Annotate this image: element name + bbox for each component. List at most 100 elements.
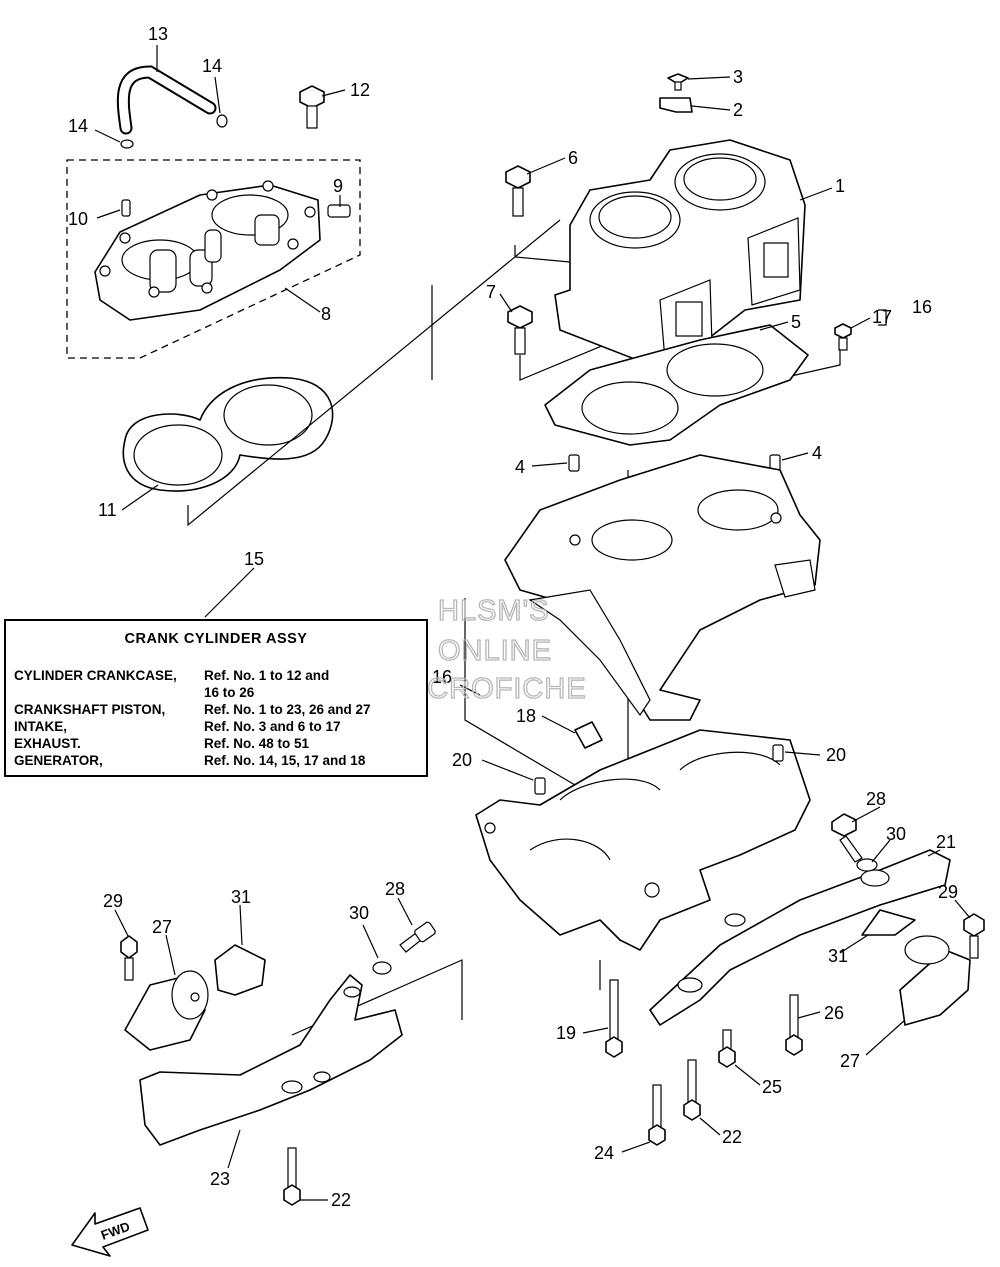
callout-21: 21 (936, 832, 956, 852)
info-row-label: INTAKE, (14, 719, 67, 734)
callout-22a: 22 (722, 1127, 742, 1147)
callout-13: 13 (148, 24, 168, 44)
washer-30-right (856, 858, 878, 872)
base-gasket-5 (544, 324, 809, 446)
engine-mount-27-right (899, 935, 971, 1026)
bracket-31-left (214, 944, 266, 996)
callout-10: 10 (68, 209, 88, 229)
watermark-line-2: ONLINE (438, 635, 552, 667)
callout-16a: 16 (912, 297, 932, 317)
callout-7: 7 (486, 282, 496, 302)
stud-17 (834, 323, 852, 351)
callout-27a: 27 (840, 1051, 860, 1071)
upper-crankcase (504, 454, 821, 721)
callout-27b: 27 (152, 917, 172, 937)
info-row-label: CYLINDER CRANKCASE, (14, 668, 177, 683)
head-gasket-11 (122, 376, 334, 492)
callout-2: 2 (733, 100, 743, 120)
callout-3: 3 (733, 67, 743, 87)
bolt-28-right (831, 813, 863, 863)
callout-23: 23 (210, 1169, 230, 1189)
info-row: CRANKSHAFT PISTON, Ref. No. 1 to 23, 26 a… (14, 702, 371, 717)
leader-lines (94, 45, 971, 1201)
callout-29a: 29 (938, 882, 958, 902)
callout-14b: 14 (68, 116, 88, 136)
dowel-20-right (772, 744, 784, 762)
bolt-22-left (283, 1147, 301, 1206)
info-row: 16 to 26 (14, 685, 254, 700)
intake-manifold-8 (94, 180, 321, 321)
bolt-24 (648, 1084, 666, 1146)
info-row-value: Ref. No. 1 to 12 and (204, 668, 330, 683)
bolt-6 (505, 165, 531, 217)
info-row-label: EXHAUST. (14, 736, 81, 751)
bolt-12 (299, 85, 325, 129)
info-row-value: 16 to 26 (204, 685, 255, 700)
bracket-2 (659, 97, 693, 113)
info-row: EXHAUST. Ref. No. 48 to 51 (14, 736, 309, 751)
hose-13 (116, 65, 217, 135)
bolt-22-right (683, 1059, 701, 1121)
dowel-18 (574, 721, 603, 749)
callout-14a: 14 (202, 56, 222, 76)
bolt-29-right (963, 913, 985, 959)
callout-28b: 28 (385, 879, 405, 899)
callout-31b: 31 (231, 887, 251, 907)
mount-bracket-21 (649, 849, 951, 1026)
callout-12: 12 (350, 80, 370, 100)
washer-3 (667, 73, 689, 91)
info-row-value: Ref. No. 1 to 23, 26 and 27 (204, 702, 371, 717)
callout-4a: 4 (515, 457, 525, 477)
bolt-28-left (399, 921, 436, 953)
bolt-29-left (120, 935, 138, 981)
info-row: GENERATOR, Ref. No. 14, 15, 17 and 18 (14, 753, 365, 768)
watermark-line-1: HLSM'S (438, 595, 549, 627)
info-row-value: Ref. No. 3 and 6 to 17 (204, 719, 341, 734)
callout-8: 8 (321, 304, 331, 324)
callout-25: 25 (762, 1077, 782, 1097)
callout-9: 9 (333, 176, 343, 196)
intake-dashed-boundary (66, 159, 361, 359)
info-row: INTAKE, Ref. No. 3 and 6 to 17 (14, 719, 341, 734)
mount-bracket-23 (139, 974, 403, 1146)
assembly-info-box: CRANK CYLINDER ASSY CYLINDER CRANKCASE, R… (4, 619, 428, 777)
callout-1: 1 (835, 176, 845, 196)
fwd-arrow: FWD (71, 1207, 149, 1257)
callout-17: 17 (872, 307, 892, 327)
callouts: 13 14 14 12 9 10 8 11 3 2 6 1 7 5 17 16 … (68, 24, 958, 1210)
info-row-label: CRANKSHAFT PISTON, (14, 702, 166, 717)
info-row-label: GENERATOR, (14, 753, 103, 768)
washer-30-left (372, 961, 392, 975)
callout-5: 5 (791, 312, 801, 332)
dowel-20-left (534, 777, 546, 795)
engine-mount-27-left (124, 970, 209, 1051)
callout-26: 26 (824, 1003, 844, 1023)
bolt-26 (785, 994, 803, 1056)
pin-10 (121, 199, 131, 217)
bolt-25 (718, 1029, 736, 1068)
callout-31a: 31 (828, 946, 848, 966)
fitting-9 (327, 204, 351, 218)
callout-20b: 20 (826, 745, 846, 765)
lower-crankcase (475, 729, 811, 951)
bolt-19 (605, 979, 623, 1058)
callout-30a: 30 (886, 824, 906, 844)
bolt-7 (507, 305, 533, 355)
callout-18: 18 (516, 706, 536, 726)
info-box-title: CRANK CYLINDER ASSY (124, 631, 308, 647)
callout-20a: 20 (452, 750, 472, 770)
clip-14-left (120, 139, 134, 149)
cylinder-block-1 (554, 139, 806, 366)
callout-29b: 29 (103, 891, 123, 911)
callout-15: 15 (244, 549, 264, 569)
dowel-4-left (568, 454, 580, 472)
callout-28a: 28 (866, 789, 886, 809)
info-row: CYLINDER CRANKCASE, Ref. No. 1 to 12 and (14, 668, 329, 683)
info-row-value: Ref. No. 48 to 51 (204, 736, 310, 751)
callout-24: 24 (594, 1143, 614, 1163)
callout-11: 11 (98, 500, 117, 520)
callout-19: 19 (556, 1023, 576, 1043)
callout-22b: 22 (331, 1190, 351, 1210)
info-row-value: Ref. No. 14, 15, 17 and 18 (204, 753, 366, 768)
callout-4b: 4 (812, 443, 822, 463)
